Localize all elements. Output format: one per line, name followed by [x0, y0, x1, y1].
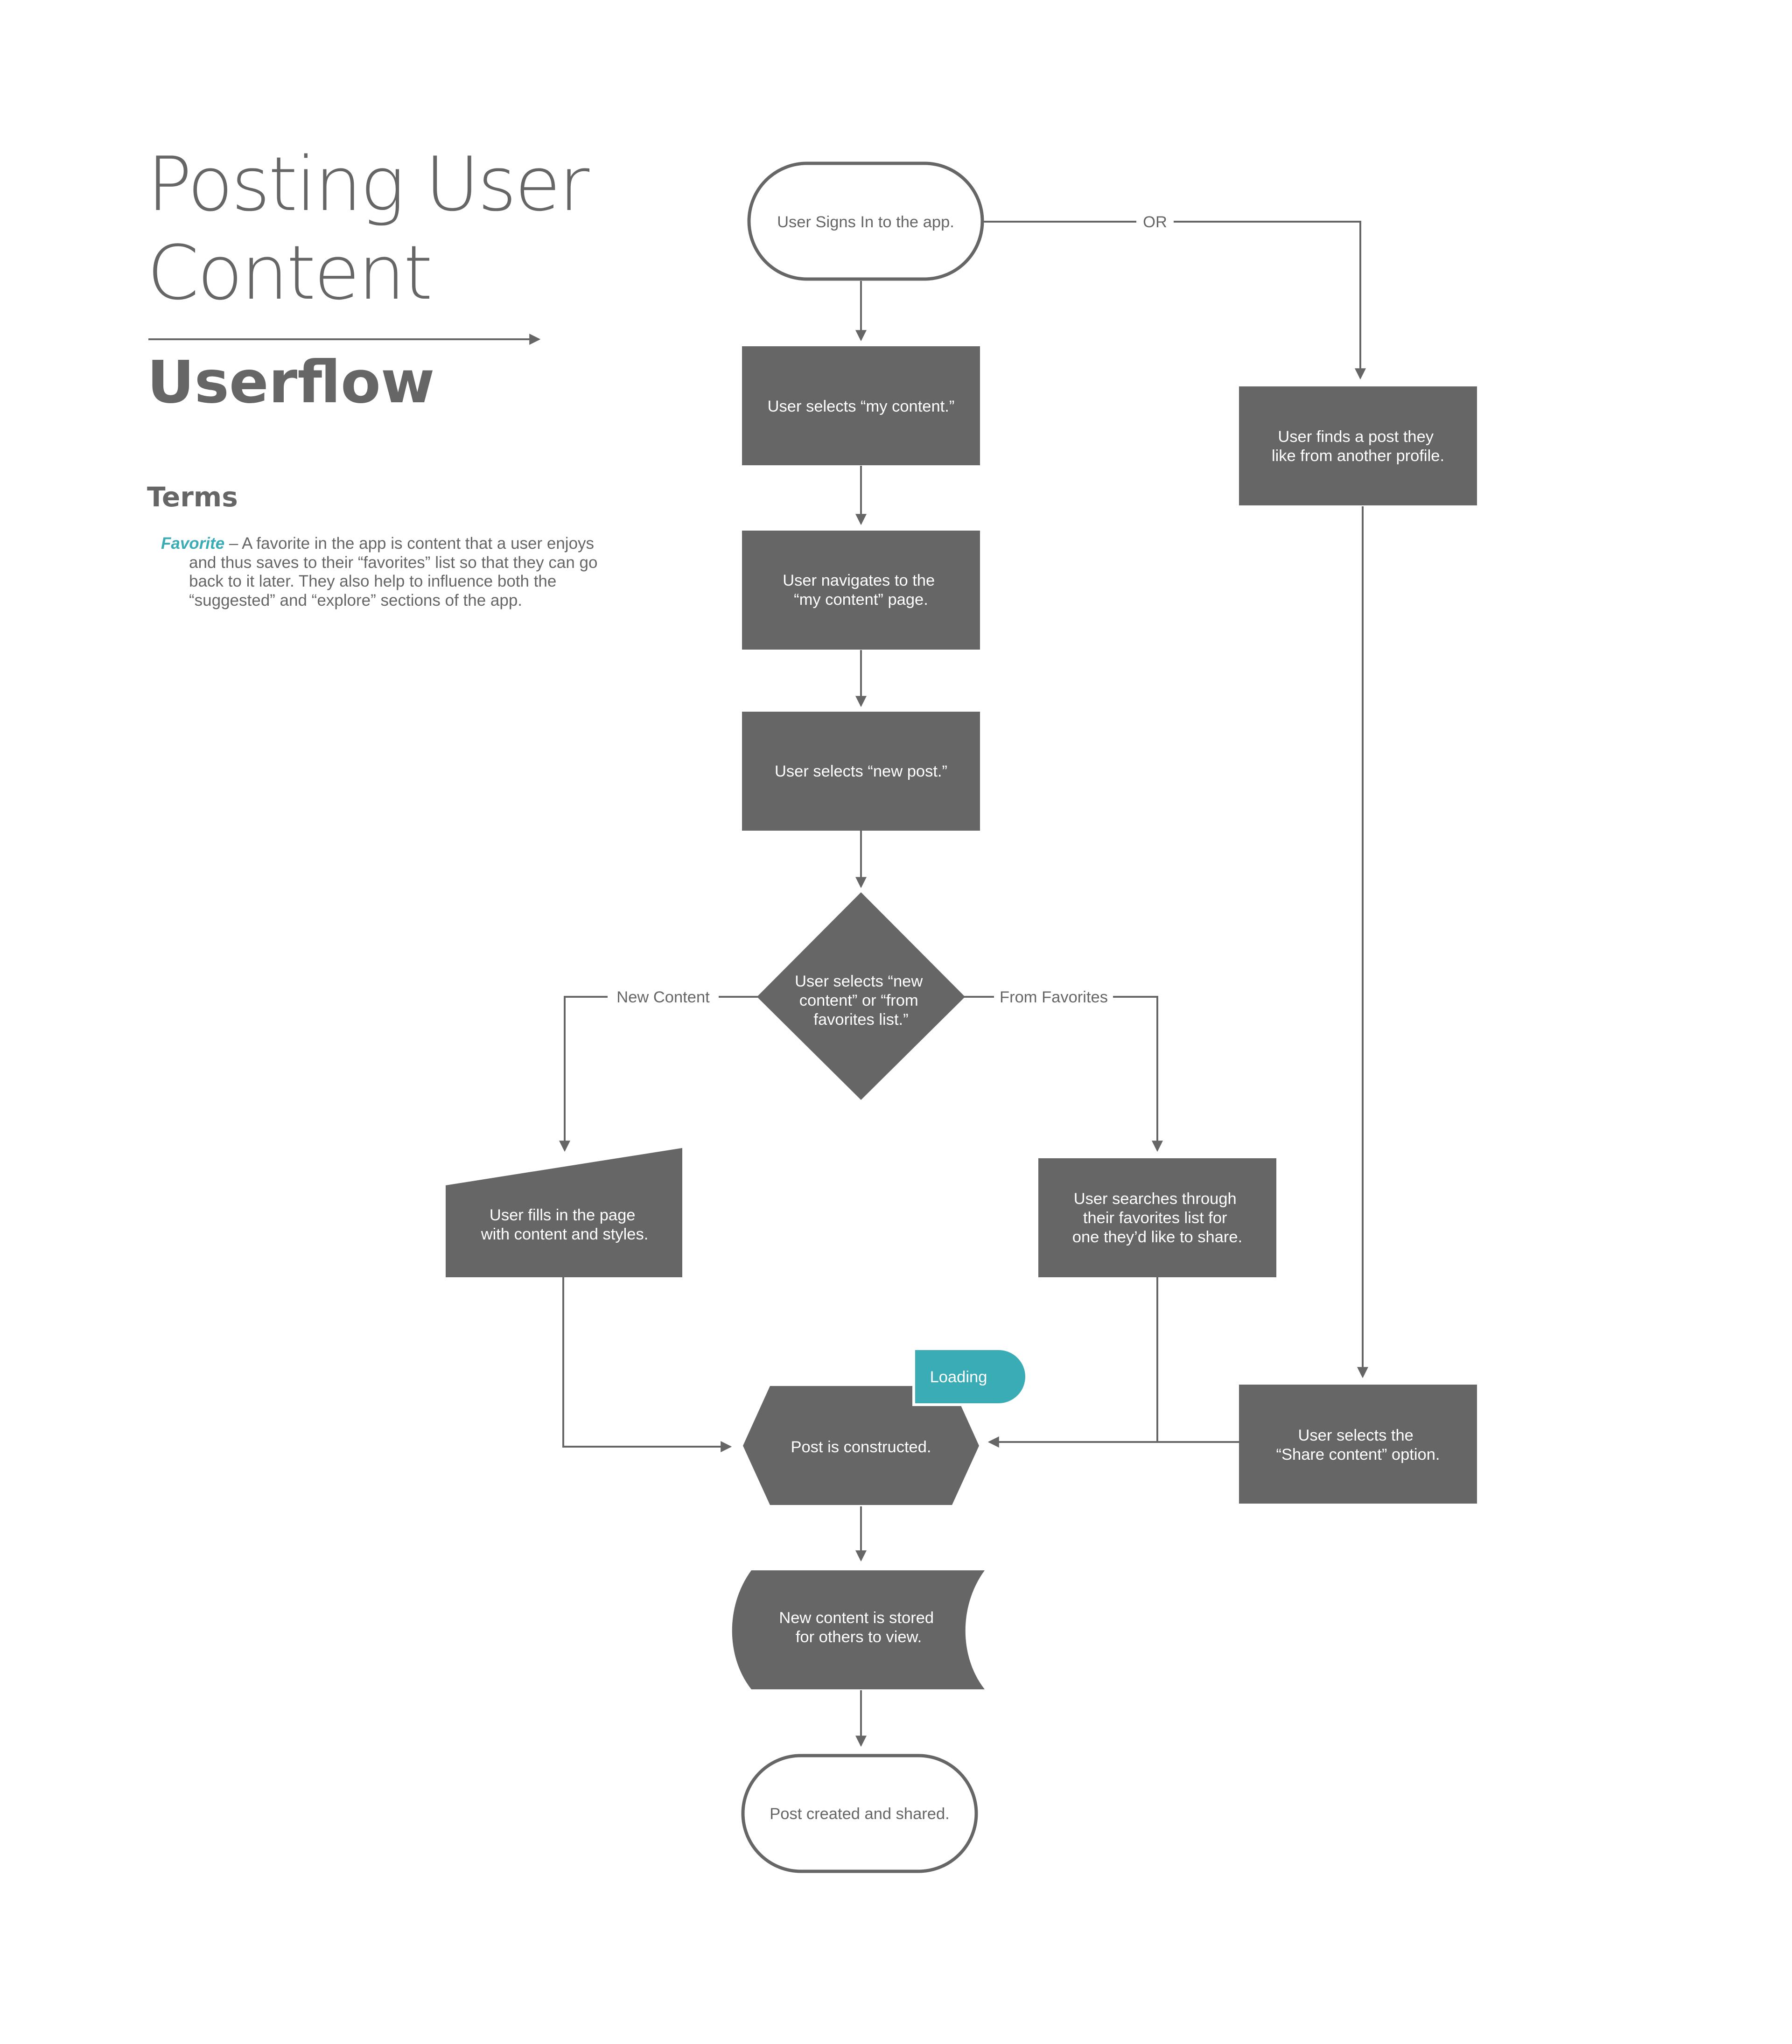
node-line: favorites list.”	[813, 1011, 908, 1029]
decision-shape	[757, 892, 965, 1100]
node-fills-page: User fills in the page with content and …	[446, 1148, 682, 1277]
node-sign-in: User Signs In to the app.	[747, 161, 984, 281]
stored-data-shape	[732, 1570, 985, 1689]
node-line: User selects “new post.”	[775, 763, 947, 780]
node-line: User fills in the page	[490, 1206, 636, 1224]
node-loading: Loading	[912, 1347, 1028, 1406]
node-line: for others to view.	[796, 1628, 922, 1646]
node-line: New content is stored	[779, 1609, 934, 1627]
node-line: one they’d like to share.	[1072, 1228, 1242, 1246]
node-line: User Signs In to the app.	[777, 213, 954, 231]
term-definition-text: – A favorite in the app is content that …	[189, 534, 598, 609]
node-end-label: Post created and shared.	[770, 1805, 950, 1823]
edge-newcontent-to-fillspage	[559, 996, 608, 1152]
node-line: “Share content” option.	[1276, 1446, 1440, 1463]
node-finds-post-label: User finds a post they like from another…	[1272, 428, 1444, 465]
node-line: User searches through	[1074, 1190, 1237, 1208]
node-share-option-label: User selects the “Share content” option.	[1276, 1427, 1440, 1463]
node-line: User selects “new	[795, 973, 923, 990]
terminator-shape	[747, 161, 984, 281]
node-finds-post: User finds a post they like from another…	[1239, 386, 1477, 505]
node-new-post: User selects “new post.”	[742, 712, 980, 831]
node-line: Post is constructed.	[791, 1438, 931, 1456]
node-line: Loading	[930, 1368, 987, 1386]
terms-heading: Terms	[147, 481, 238, 513]
edge-or-to-findpost	[1174, 221, 1366, 380]
node-loading-label: Loading	[930, 1368, 987, 1386]
page-title: Posting User Content	[147, 140, 589, 317]
delay-shape	[912, 1347, 1028, 1406]
node-stored-label: New content is stored for others to view…	[779, 1609, 938, 1646]
process-shape	[742, 712, 980, 831]
process-shape	[1038, 1158, 1276, 1277]
node-stored: New content is stored for others to view…	[732, 1570, 985, 1689]
node-line: User navigates to the	[783, 572, 935, 589]
node-constructed-label: Post is constructed.	[791, 1438, 931, 1456]
preparation-shape	[743, 1386, 979, 1505]
process-shape	[742, 531, 980, 650]
node-line: their favorites list for	[1083, 1209, 1227, 1227]
connectors	[559, 221, 1368, 1747]
page-subtitle: Userflow	[147, 349, 435, 416]
process-shape	[742, 346, 980, 465]
edge-label-or: OR	[1143, 213, 1167, 231]
terminator-shape	[741, 1754, 978, 1873]
node-line: with content and styles.	[481, 1225, 649, 1243]
node-navigate: User navigates to the “my content” page.	[742, 531, 980, 650]
term-definition: Favorite – A favorite in the app is cont…	[161, 534, 623, 610]
edge-fillspage-to-constructed	[562, 1277, 732, 1452]
node-new-post-label: User selects “new post.”	[775, 763, 947, 780]
node-line: like from another profile.	[1272, 447, 1444, 465]
edge-favorites-to-search	[1113, 996, 1163, 1152]
page-title-line-1: Posting User	[147, 140, 589, 228]
node-line: “my content” page.	[794, 591, 928, 609]
node-line: Post created and shared.	[770, 1805, 950, 1823]
process-shape	[1239, 1385, 1477, 1504]
node-my-content: User selects “my content.”	[742, 346, 980, 465]
node-line: User finds a post they	[1278, 428, 1434, 446]
term-word: Favorite	[161, 534, 225, 553]
node-search-favorites-label: User searches through their favorites li…	[1072, 1190, 1242, 1246]
edge-label-new-content: New Content	[616, 988, 710, 1006]
node-navigate-label: User navigates to the “my content” page.	[783, 572, 939, 609]
node-my-content-label: User selects “my content.”	[768, 398, 955, 415]
node-fills-page-label: User fills in the page with content and …	[481, 1206, 649, 1243]
node-line: User selects “my content.”	[768, 398, 955, 415]
manual-input-shape	[446, 1148, 682, 1277]
node-line: User selects the	[1298, 1427, 1414, 1444]
node-sign-in-label: User Signs In to the app.	[777, 213, 954, 231]
process-shape	[1239, 386, 1477, 505]
node-share-option: User selects the “Share content” option.	[1239, 1385, 1477, 1504]
node-decision: User selects “new content” or “from favo…	[757, 892, 965, 1100]
node-constructed: Post is constructed.	[743, 1386, 979, 1505]
node-line: content” or “from	[799, 992, 918, 1009]
page-title-line-2: Content	[147, 229, 433, 316]
node-search-favorites: User searches through their favorites li…	[1038, 1158, 1276, 1277]
node-decision-label: User selects “new content” or “from favo…	[795, 973, 927, 1029]
node-end: Post created and shared.	[741, 1754, 978, 1873]
edge-label-from-favorites: From Favorites	[1000, 988, 1108, 1006]
